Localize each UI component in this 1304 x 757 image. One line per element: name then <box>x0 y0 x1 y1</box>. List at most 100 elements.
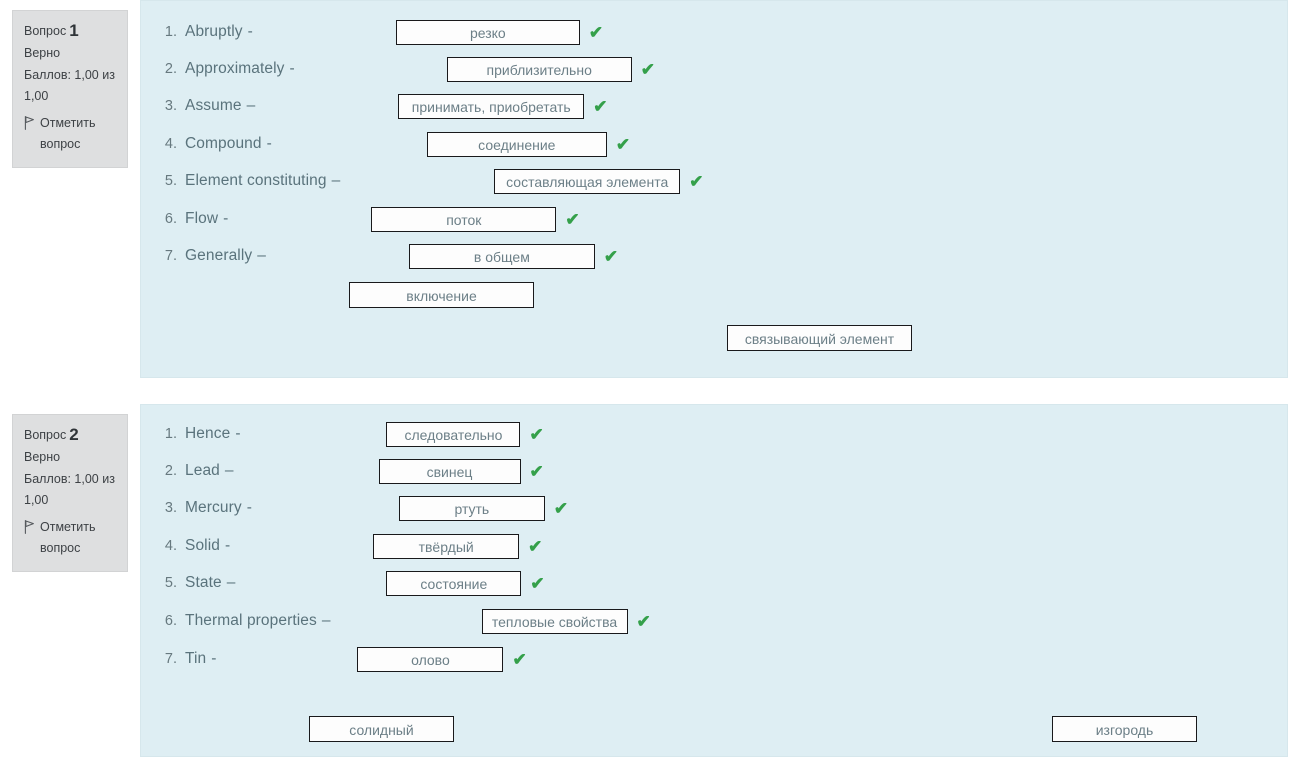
match-row-dash: – <box>226 574 236 591</box>
match-row-index: 3. <box>164 98 177 114</box>
match-row-dash: - <box>266 135 272 152</box>
answer-drop-box[interactable]: приблизительно <box>446 56 632 82</box>
match-row-dash: – <box>246 97 256 114</box>
match-row-dash: – <box>224 462 234 479</box>
question-state-1: Верно <box>24 46 61 60</box>
answer-drop-box[interactable]: свинец <box>378 458 521 484</box>
answer-drop-box[interactable]: ртуть <box>398 495 545 521</box>
match-row-dash: - <box>246 499 252 516</box>
correct-check-icon: ✔ <box>615 134 631 154</box>
question-title-label: Вопрос <box>24 428 67 442</box>
draggable-answer-box[interactable]: солидный <box>309 716 454 742</box>
match-row: 3.Assume–принимать, приобретать✔ <box>155 92 607 120</box>
flag-question-button-2[interactable]: Отметить вопрос <box>24 517 116 559</box>
match-row-index: 4. <box>164 136 177 152</box>
match-row: 3. Mercury- ртуть ✔ <box>155 494 568 522</box>
match-row: 2. Approximately- приблизительно ✔ <box>155 55 655 83</box>
match-row-index: 6. <box>164 613 177 629</box>
answer-drop-box[interactable]: резко <box>395 19 580 45</box>
question-number: 1 <box>69 21 79 40</box>
match-row-term: Flow <box>185 210 219 227</box>
match-row-index: 3. <box>164 500 177 516</box>
match-row-index: 2. <box>164 61 177 77</box>
question-title-label: Вопрос <box>24 24 67 38</box>
draggable-answer-box[interactable]: изгородь <box>1052 716 1197 742</box>
match-row-index: 6. <box>164 211 177 227</box>
correct-check-icon: ✔ <box>640 59 655 79</box>
answer-drop-box[interactable]: соединение <box>426 131 607 157</box>
match-row-index: 1. <box>164 24 177 40</box>
match-row-term: Approximately <box>185 60 285 77</box>
match-row-term: Abruptly <box>185 23 243 40</box>
match-row-dash: - <box>223 210 229 227</box>
answer-drop-box[interactable]: составляющая элемента <box>494 168 681 194</box>
match-row-index: 4. <box>164 538 177 554</box>
match-row-term: Thermal properties <box>185 612 317 629</box>
match-row-dash: - <box>247 23 253 40</box>
correct-check-icon: ✔ <box>528 536 543 556</box>
match-row-dash: - <box>289 60 295 77</box>
match-row: 2.Lead–свинец✔ <box>155 457 544 485</box>
correct-check-icon: ✔ <box>553 498 569 518</box>
answer-drop-box[interactable]: тепловые свойства <box>481 608 628 634</box>
answer-drop-box[interactable]: поток <box>371 206 557 232</box>
match-row-index: 5. <box>164 173 177 189</box>
match-row: 6. Flow- поток ✔ <box>155 205 580 233</box>
answer-panel-2: 1.Hence-следовательно✔2.Lead–свинец✔3.Me… <box>140 404 1288 757</box>
question-number: 2 <box>69 425 79 444</box>
draggable-answer-box[interactable]: связывающий элемент <box>727 325 912 351</box>
match-row-dash: - <box>224 537 231 554</box>
answer-panel-1: 1.Abruptly-резко✔2.Approximately-приблиз… <box>140 0 1288 378</box>
match-row-term: Mercury <box>185 499 242 516</box>
question-state-2: Верно <box>24 450 61 464</box>
match-row: 1. Abruptly- резко ✔ <box>155 18 603 46</box>
match-row: 1.Hence-следовательно✔ <box>155 420 544 448</box>
flag-question-label-2: Отметить вопрос <box>40 520 96 555</box>
answer-drop-box[interactable]: олово <box>357 646 504 672</box>
match-row-dash: - <box>235 425 241 442</box>
correct-check-icon: ✔ <box>588 22 604 42</box>
correct-check-icon: ✔ <box>689 171 704 191</box>
flag-outline-icon <box>24 520 35 534</box>
match-row-term: Element constituting <box>185 172 327 189</box>
answer-drop-box[interactable]: твёрдый <box>373 533 520 559</box>
answer-drop-box[interactable]: следовательно <box>386 421 521 447</box>
flag-outline-icon <box>24 116 35 130</box>
match-row-term: Tin <box>185 650 207 667</box>
answer-drop-box[interactable]: состояние <box>386 570 522 596</box>
flag-question-label-1: Отметить вопрос <box>40 116 96 151</box>
match-row-term: Generally <box>185 247 253 264</box>
match-row: 5. State– состояние ✔ <box>155 569 545 597</box>
match-row: 7. Tin- олово ✔ <box>155 645 527 673</box>
correct-check-icon: ✔ <box>529 461 544 481</box>
correct-check-icon: ✔ <box>593 96 608 116</box>
match-row-term: State <box>185 574 222 591</box>
match-row-index: 7. <box>164 651 177 667</box>
match-row-index: 2. <box>164 463 177 479</box>
match-row: 7.Generally–в общем✔ <box>155 242 618 270</box>
correct-check-icon: ✔ <box>603 246 619 266</box>
match-row-term: Hence <box>185 425 231 442</box>
draggable-answer-box[interactable]: включение <box>349 282 534 308</box>
answer-drop-box[interactable]: в общем <box>408 243 595 269</box>
match-row: 6. Thermal properties– тепловые свойства ✔ <box>155 607 651 635</box>
match-row-index: 5. <box>164 575 177 591</box>
match-row-dash: - <box>211 650 217 667</box>
flag-question-button-1[interactable]: Отметить вопрос <box>24 113 116 155</box>
question-marks-2: Баллов: 1,00 из 1,00 <box>24 472 115 507</box>
correct-check-icon: ✔ <box>529 424 544 444</box>
match-row-term: Compound <box>185 135 262 152</box>
match-row-index: 7. <box>164 248 177 264</box>
match-row-term: Solid <box>185 537 220 554</box>
correct-check-icon: ✔ <box>530 573 545 593</box>
correct-check-icon: ✔ <box>512 649 527 669</box>
match-row-dash: – <box>321 612 331 629</box>
correct-check-icon: ✔ <box>636 611 651 631</box>
answer-drop-box[interactable]: принимать, приобретать <box>398 93 585 119</box>
correct-check-icon: ✔ <box>565 209 580 229</box>
